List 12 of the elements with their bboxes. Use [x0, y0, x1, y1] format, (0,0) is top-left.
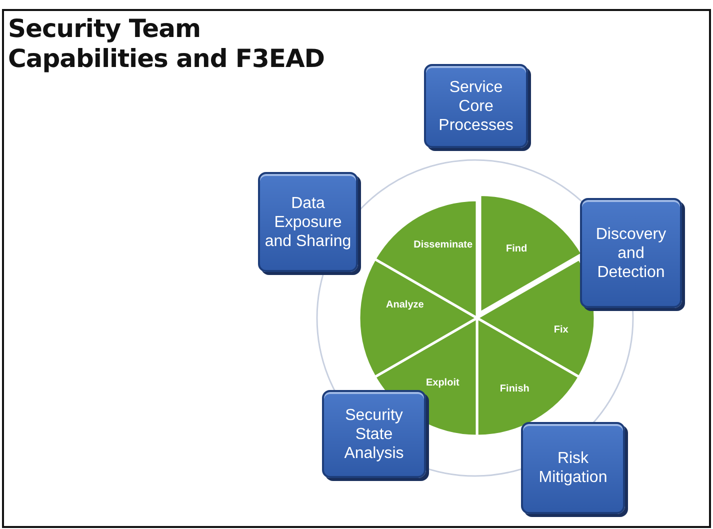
- slice-label: Disseminate: [414, 240, 473, 251]
- slice-label: Finish: [500, 383, 530, 394]
- capability-box: Discovery and Detection: [580, 198, 682, 308]
- slice-label: Analyze: [386, 300, 424, 311]
- slice-label: Exploit: [426, 377, 460, 388]
- capability-box: Security State Analysis: [322, 390, 426, 478]
- capability-box: Data Exposure and Sharing: [258, 172, 358, 272]
- slice-label: Fix: [554, 324, 568, 336]
- capability-box: Risk Mitigation: [521, 422, 625, 514]
- slice-label: Find: [506, 244, 528, 255]
- title: Security Team Capabilities and F3EAD: [8, 14, 326, 74]
- capability-box: Service Core Processes: [424, 64, 528, 148]
